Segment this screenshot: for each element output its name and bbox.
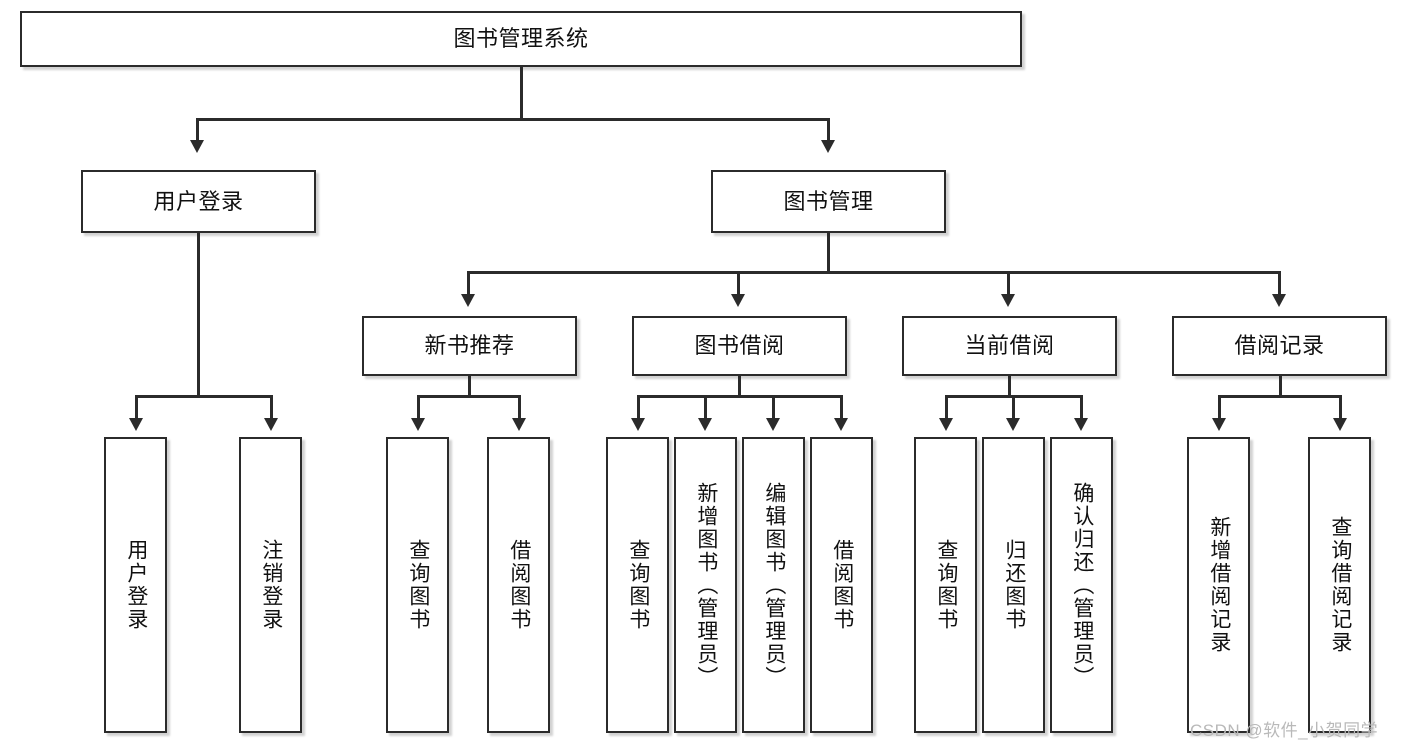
connector-book-management-stem bbox=[827, 233, 830, 271]
node-root-label: 图书管理系统 bbox=[453, 26, 589, 52]
node-borrow-record-label: 借阅记录 bbox=[1234, 333, 1325, 359]
connector-bb-child4 bbox=[840, 395, 843, 420]
node-leaf-query-book-3-label: 查询图书 bbox=[934, 539, 958, 631]
connector-nbr-child2 bbox=[518, 395, 521, 420]
connector-new-book-recommend-stem bbox=[468, 376, 471, 395]
connector-root-to-user-login bbox=[196, 118, 199, 144]
arrowhead-leaf-borrow-book-2 bbox=[834, 418, 848, 431]
node-book-borrow[interactable]: 图书借阅 bbox=[632, 316, 847, 376]
node-leaf-query-book-1[interactable]: 查询图书 bbox=[386, 437, 449, 733]
node-leaf-query-book-2-label: 查询图书 bbox=[626, 539, 650, 631]
node-leaf-query-book-3[interactable]: 查询图书 bbox=[914, 437, 977, 733]
node-leaf-add-record[interactable]: 新增借阅记录 bbox=[1187, 437, 1250, 733]
connector-cb-child3 bbox=[1080, 395, 1083, 420]
arrowhead-leaf-add-record bbox=[1212, 418, 1226, 431]
node-root[interactable]: 图书管理系统 bbox=[20, 11, 1022, 67]
arrowhead-leaf-edit-book bbox=[766, 418, 780, 431]
arrowhead-leaf-confirm-return bbox=[1074, 418, 1088, 431]
node-leaf-borrow-book-2-label: 借阅图书 bbox=[830, 539, 854, 631]
connector-bb-child1 bbox=[637, 395, 640, 420]
connector-borrow-record-bus bbox=[1218, 395, 1341, 398]
connector-br-child2 bbox=[1339, 395, 1342, 420]
node-leaf-borrow-book-1-label: 借阅图书 bbox=[507, 539, 531, 631]
arrowhead-leaf-borrow-book-1 bbox=[512, 418, 526, 431]
arrowhead-leaf-return-book bbox=[1006, 418, 1020, 431]
node-leaf-edit-book-label: 编辑图书（管理员） bbox=[762, 481, 786, 689]
csdn-watermark: CSDN @软件_小贺同学 bbox=[1190, 721, 1379, 740]
connector-to-book-borrow bbox=[737, 271, 740, 296]
node-leaf-user-logout[interactable]: 注销登录 bbox=[239, 437, 302, 733]
connector-to-current-borrow bbox=[1007, 271, 1010, 296]
connector-nbr-child1 bbox=[417, 395, 420, 420]
arrowhead-new-book-recommend bbox=[461, 294, 475, 307]
node-leaf-add-book[interactable]: 新增图书（管理员） bbox=[674, 437, 737, 733]
arrowhead-book-borrow bbox=[731, 294, 745, 307]
arrowhead-borrow-record bbox=[1272, 294, 1286, 307]
connector-bb-child2 bbox=[704, 395, 707, 420]
node-leaf-user-login-label: 用户登录 bbox=[124, 539, 148, 631]
connector-user-login-left bbox=[135, 395, 138, 420]
node-new-book-recommend[interactable]: 新书推荐 bbox=[362, 316, 577, 376]
node-leaf-query-book-2[interactable]: 查询图书 bbox=[606, 437, 669, 733]
arrowhead-current-borrow bbox=[1001, 294, 1015, 307]
node-leaf-add-record-label: 新增借阅记录 bbox=[1207, 516, 1231, 654]
connector-current-borrow-stem bbox=[1008, 376, 1011, 395]
node-leaf-query-record-label: 查询借阅记录 bbox=[1328, 516, 1352, 654]
arrowhead-leaf-query-record bbox=[1333, 418, 1347, 431]
node-book-management[interactable]: 图书管理 bbox=[711, 170, 946, 233]
node-leaf-query-record[interactable]: 查询借阅记录 bbox=[1308, 437, 1371, 733]
arrowhead-leaf-add-book bbox=[698, 418, 712, 431]
arrowhead-leaf-query-book-1 bbox=[411, 418, 425, 431]
node-new-book-recommend-label: 新书推荐 bbox=[424, 333, 515, 359]
connector-bb-child3 bbox=[772, 395, 775, 420]
node-leaf-edit-book[interactable]: 编辑图书（管理员） bbox=[742, 437, 805, 733]
node-borrow-record[interactable]: 借阅记录 bbox=[1172, 316, 1387, 376]
connector-cb-child2 bbox=[1012, 395, 1015, 420]
node-user-login[interactable]: 用户登录 bbox=[81, 170, 316, 233]
node-book-borrow-label: 图书借阅 bbox=[694, 333, 785, 359]
connector-user-login-stem bbox=[197, 233, 200, 395]
arrowhead-leaf-query-book-2 bbox=[631, 418, 645, 431]
arrowhead-leaf-user-logout bbox=[264, 418, 278, 431]
connector-br-child1 bbox=[1218, 395, 1221, 420]
node-leaf-confirm-return[interactable]: 确认归还（管理员） bbox=[1050, 437, 1113, 733]
node-leaf-add-book-label: 新增图书（管理员） bbox=[694, 481, 718, 689]
connector-borrow-record-stem bbox=[1279, 376, 1282, 395]
arrowhead-book-management bbox=[821, 140, 835, 153]
connector-to-new-book-recommend bbox=[467, 271, 470, 296]
connector-root-stem bbox=[520, 67, 523, 118]
connector-book-borrow-stem bbox=[738, 376, 741, 395]
node-leaf-borrow-book-2[interactable]: 借阅图书 bbox=[810, 437, 873, 733]
node-current-borrow[interactable]: 当前借阅 bbox=[902, 316, 1117, 376]
node-user-login-label: 用户登录 bbox=[153, 188, 244, 214]
arrowhead-user-login bbox=[190, 140, 204, 153]
node-leaf-user-logout-label: 注销登录 bbox=[259, 539, 283, 631]
node-book-management-label: 图书管理 bbox=[783, 188, 874, 214]
connector-user-login-right bbox=[270, 395, 273, 420]
node-leaf-return-book-label: 归还图书 bbox=[1002, 539, 1026, 631]
connector-user-login-bus bbox=[135, 395, 272, 398]
node-leaf-confirm-return-label: 确认归还（管理员） bbox=[1070, 481, 1094, 689]
node-leaf-user-login[interactable]: 用户登录 bbox=[104, 437, 167, 733]
connector-book-borrow-bus bbox=[637, 395, 842, 398]
connector-to-borrow-record bbox=[1278, 271, 1281, 296]
connector-new-book-recommend-bus bbox=[417, 395, 520, 398]
connector-level2-bus bbox=[467, 271, 1281, 274]
node-leaf-return-book[interactable]: 归还图书 bbox=[982, 437, 1045, 733]
connector-cb-child1 bbox=[945, 395, 948, 420]
arrowhead-leaf-user-login bbox=[129, 418, 143, 431]
node-leaf-borrow-book-1[interactable]: 借阅图书 bbox=[487, 437, 550, 733]
node-current-borrow-label: 当前借阅 bbox=[964, 333, 1055, 359]
node-leaf-query-book-1-label: 查询图书 bbox=[406, 539, 430, 631]
connector-root-to-book-management bbox=[827, 118, 830, 144]
connector-root-bus bbox=[196, 118, 828, 121]
arrowhead-leaf-query-book-3 bbox=[939, 418, 953, 431]
